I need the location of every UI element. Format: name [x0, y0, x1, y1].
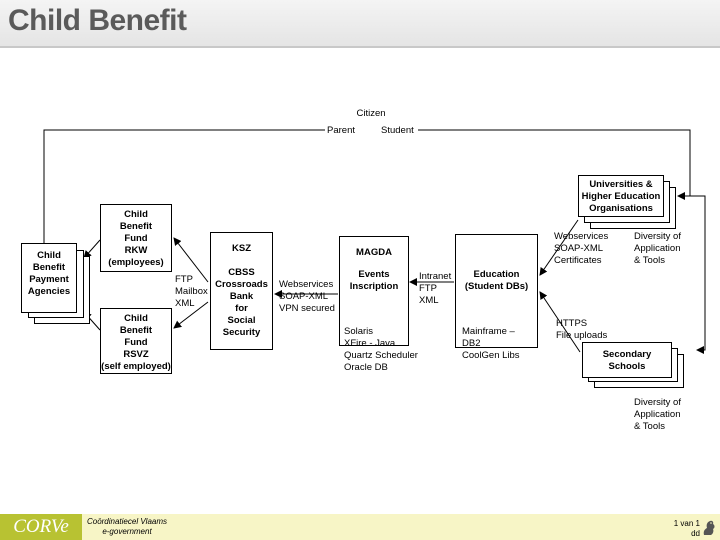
citizen-label: Citizen: [356, 108, 386, 119]
page-title: Child Benefit: [8, 4, 187, 37]
student-label: Student: [381, 125, 414, 136]
diversity-univ-label: Diversity of Application & Tools: [634, 231, 681, 266]
magda-box: MAGDA Events Inscription: [339, 236, 409, 346]
ksz-to-rkw-line: [173, 237, 209, 283]
student-to-universities-line: [418, 129, 691, 200]
secondary-box: Secondary Schools: [582, 342, 672, 378]
https-label: HTTPS File uploads: [556, 318, 608, 341]
universities-to-education-line: [539, 219, 579, 276]
page-sub-label: dd: [691, 529, 700, 538]
parent-to-agencies-line: [40, 129, 325, 255]
rsvz-box: Child Benefit Fund RSVZ (self employed): [100, 308, 172, 374]
education-box: Education (Student DBs): [455, 234, 538, 348]
student-to-secondary-line: [690, 195, 706, 354]
page-number: 1 van 1: [673, 519, 700, 528]
parent-label: Parent: [327, 125, 355, 136]
footer-bar: [0, 514, 720, 540]
ftp-mailbox-label: FTP Mailbox XML: [175, 274, 208, 309]
magda-tech-label: Solaris XFire - Java Quartz Scheduler Or…: [344, 326, 418, 373]
agencies-box: Child Benefit Payment Agencies: [21, 243, 77, 313]
magda-subtitle: Events Inscription: [349, 269, 399, 292]
education-tech-label: Mainframe – DB2 CoolGen Libs: [462, 326, 520, 361]
title-divider: [0, 46, 720, 48]
title-bar: [0, 0, 720, 48]
diversity-secondary-label: Diversity of Application & Tools: [634, 397, 681, 432]
rkw-to-agencies-line: [83, 239, 101, 259]
flemish-lion-icon: [703, 520, 715, 535]
ksz-box: KSZ CBSS Crossroads Bank for Social Secu…: [210, 232, 273, 350]
secondary-to-education-line: [539, 291, 581, 353]
webservices-univ-label: Webservices SOAP-XML Certificates: [554, 231, 609, 266]
universities-box: Universities & Higher Education Organisa…: [578, 175, 664, 217]
rkw-box: Child Benefit Fund RKW (employees): [100, 204, 172, 272]
intranet-label: Intranet FTP XML: [419, 271, 452, 306]
webservices-ksz-label: Webservices SOAP-XML VPN secured: [279, 279, 335, 314]
footer-org-name: Coördinatiecel Vlaams e-government: [86, 517, 168, 536]
magda-title: MAGDA: [356, 247, 392, 258]
ksz-to-rsvz-line: [173, 301, 209, 329]
corve-logo: CORVe: [0, 514, 82, 540]
